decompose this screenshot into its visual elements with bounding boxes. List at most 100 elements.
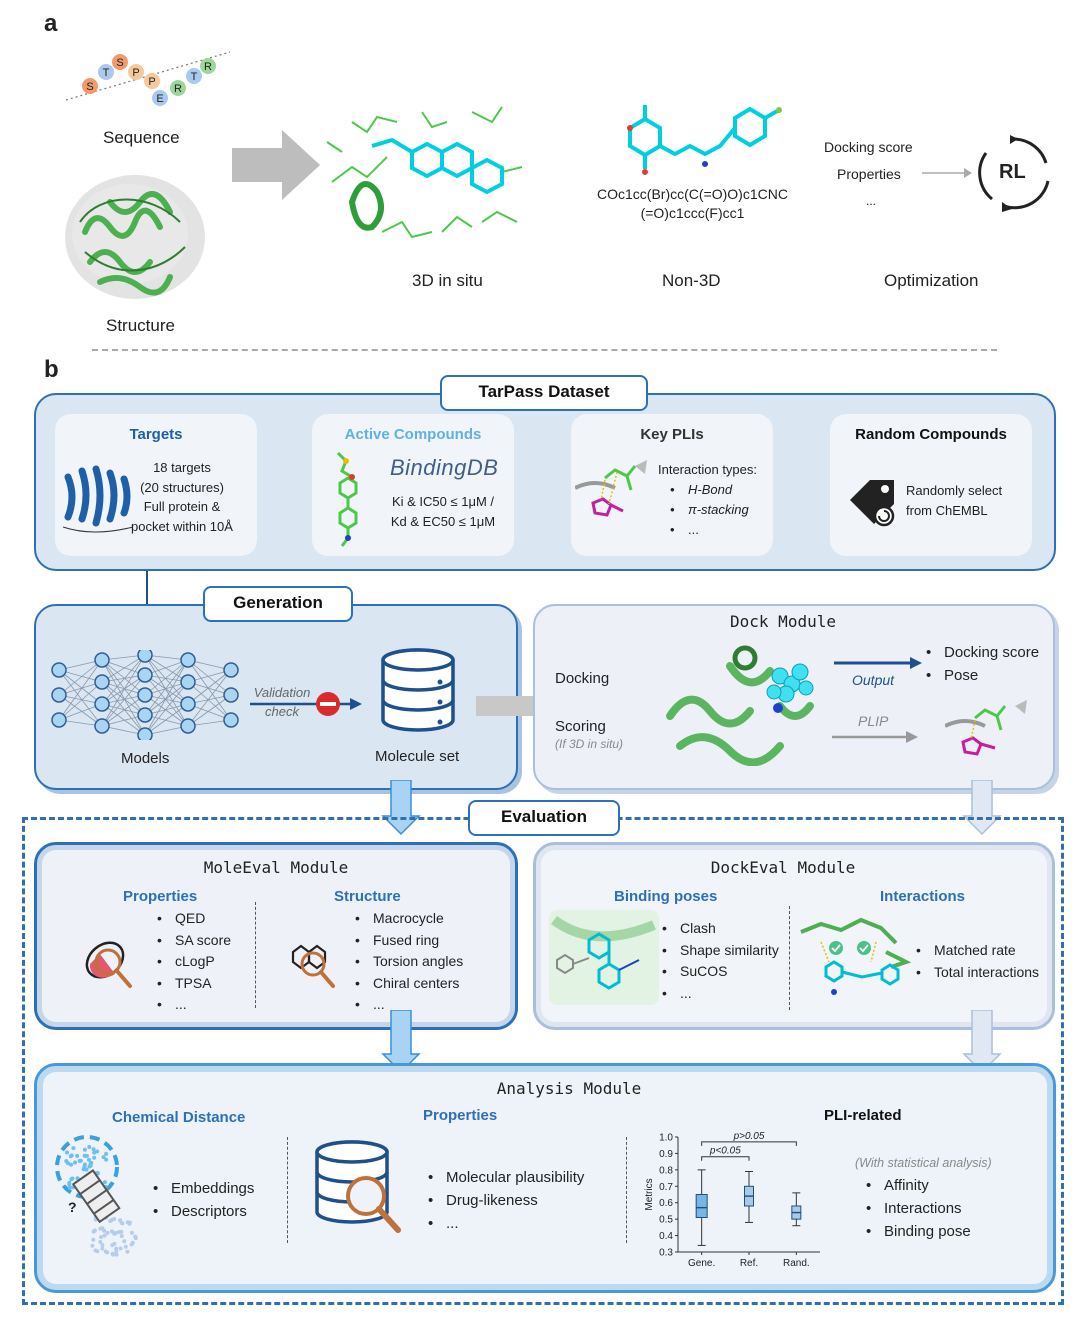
moleeval-structure-list: Macrocycle Fused ring Torsion angles Chi… xyxy=(355,908,463,1016)
nn-node xyxy=(223,712,239,728)
target-protein-icon xyxy=(62,465,134,533)
docking-label: Docking xyxy=(555,670,610,687)
x-tick-label: Rand. xyxy=(783,1258,810,1269)
dock-output-item: Docking score xyxy=(926,641,1039,664)
smiles-text: COc1cc(Br)cc(C(=O)O)c1CNC (=O)c1ccc(F)cc… xyxy=(590,185,795,223)
sequence-bead xyxy=(200,58,216,74)
active-compounds-text: Ki & IC50 ≤ 1μM / Kd & EC50 ≤ 1μM xyxy=(378,492,508,532)
interaction-types-heading: Interaction types: xyxy=(658,462,757,477)
big-arrow-icon xyxy=(232,130,320,200)
analysis-module-title: Analysis Module xyxy=(496,1079,642,1098)
bindingdb-logo: BindingDB xyxy=(390,455,499,480)
y-tick-label: 0.3 xyxy=(659,1248,673,1259)
rl-text: RL xyxy=(999,161,1026,183)
nn-node xyxy=(180,674,196,690)
box-mark xyxy=(695,1169,708,1246)
interaction-metric-item: Matched rate xyxy=(916,940,1039,962)
nn-node xyxy=(94,718,110,734)
targets-line-2: (20 structures) xyxy=(140,479,224,495)
validation-label: Validation check xyxy=(250,683,314,721)
analysis-property-item: Drug-likeness xyxy=(428,1189,584,1212)
evaluation-title: Evaluation xyxy=(468,800,620,836)
pose-item: SuCOS xyxy=(662,961,779,983)
random-line-1: Randomly select xyxy=(906,483,1003,498)
distance-item: Embeddings xyxy=(153,1177,254,1200)
active-compound-molecule-icon xyxy=(336,451,358,547)
output-arrow-icon xyxy=(834,657,922,669)
in-situ-complex-icon xyxy=(326,106,523,239)
active-compounds-title: Active Compounds xyxy=(344,426,482,443)
pli-interaction-icon xyxy=(575,460,647,517)
moleeval-down-arrow xyxy=(381,780,421,836)
rl-arrow-icon xyxy=(922,168,972,178)
y-tick-label: 1.0 xyxy=(659,1133,673,1144)
random-text: Randomly select from ChEMBL xyxy=(906,481,1002,521)
sequence-bead xyxy=(82,78,98,94)
nn-node xyxy=(180,718,196,734)
property-item: ... xyxy=(157,994,231,1016)
nn-node xyxy=(180,696,196,712)
plip-label: PLIP xyxy=(858,713,889,729)
dockeval-title: DockEval Module xyxy=(710,858,856,877)
sequence-letter: P xyxy=(148,76,155,88)
tag-icon xyxy=(850,480,895,527)
nn-node xyxy=(94,652,110,668)
structure-item: ... xyxy=(355,994,463,1016)
nn-node xyxy=(94,696,110,712)
dock-outputs-list: Docking score Pose xyxy=(926,641,1039,687)
analysis-divider-1 xyxy=(287,1137,288,1243)
nn-node xyxy=(137,667,153,683)
chemical-distance-list: Embeddings Descriptors xyxy=(153,1177,254,1223)
sequence-letter: S xyxy=(86,81,93,93)
sequence-letter: T xyxy=(191,71,198,83)
metrics-boxplot: 0.30.40.50.60.70.80.91.0MetricsGene.Ref.… xyxy=(644,1131,820,1269)
models-label: Models xyxy=(121,750,170,767)
chemical-distance-title: Chemical Distance xyxy=(112,1109,246,1126)
analysis-properties-list: Molecular plausibility Drug-likeness ... xyxy=(428,1166,584,1235)
key-plis-title: Key PLIs xyxy=(640,426,704,443)
interaction-types-list: H-Bond π-stacking ... xyxy=(670,480,770,540)
sequence-bead xyxy=(186,68,202,84)
nn-node xyxy=(94,674,110,690)
nn-node xyxy=(180,652,196,668)
sequence-letter: S xyxy=(116,57,123,69)
pose-item: ... xyxy=(662,983,779,1005)
dockeval-down-arrow xyxy=(962,780,1002,836)
panel-b-letter: b xyxy=(44,356,59,383)
interaction-metric-item: Total interactions xyxy=(916,962,1039,984)
pli-item: Affinity xyxy=(866,1174,971,1197)
interactions-title: Interactions xyxy=(880,888,966,905)
non3d-label: Non-3D xyxy=(662,271,721,290)
output-label: Output xyxy=(852,672,895,688)
dock-module-title: Dock Module xyxy=(730,612,836,631)
y-axis-label: Metrics xyxy=(644,1178,655,1210)
x-tick-label: Gene. xyxy=(688,1258,715,1269)
nn-node xyxy=(51,662,67,678)
sequence-letter: E xyxy=(156,93,163,105)
significance-label: p>0.05 xyxy=(733,1131,765,1142)
rl-cycle-icon xyxy=(978,135,1050,212)
pill-magnifier-icon xyxy=(85,941,132,988)
targets-title: Targets xyxy=(129,426,183,443)
pli-related-title: PLI-related xyxy=(824,1107,902,1124)
pose-item: Clash xyxy=(662,918,779,940)
dockeval-divider xyxy=(789,906,790,1010)
active-line-2: Kd & EC50 ≤ 1μM xyxy=(390,514,496,529)
box-mark xyxy=(744,1171,754,1223)
random-line-2: from ChEMBL xyxy=(906,503,988,518)
structure-item: Chiral centers xyxy=(355,973,463,995)
analysis-divider-2 xyxy=(626,1137,627,1243)
sequence-letter: R xyxy=(174,83,182,95)
chemical-distance-question: ? xyxy=(68,1199,77,1215)
targets-line-3: Full protein & xyxy=(143,499,221,514)
smiles-line-2: (=O)c1ccc(F)cc1 xyxy=(640,205,745,221)
significance-label: p<0.05 xyxy=(709,1146,741,1157)
nn-node xyxy=(137,687,153,703)
y-tick-label: 0.6 xyxy=(659,1198,673,1209)
sequence-letter: R xyxy=(204,61,212,73)
structure-item: Fused ring xyxy=(355,930,463,952)
in-situ-label: 3D in situ xyxy=(412,271,483,290)
dock-output-item: Pose xyxy=(926,664,1039,687)
binding-poses-list: Clash Shape similarity SuCOS ... xyxy=(662,918,779,1004)
